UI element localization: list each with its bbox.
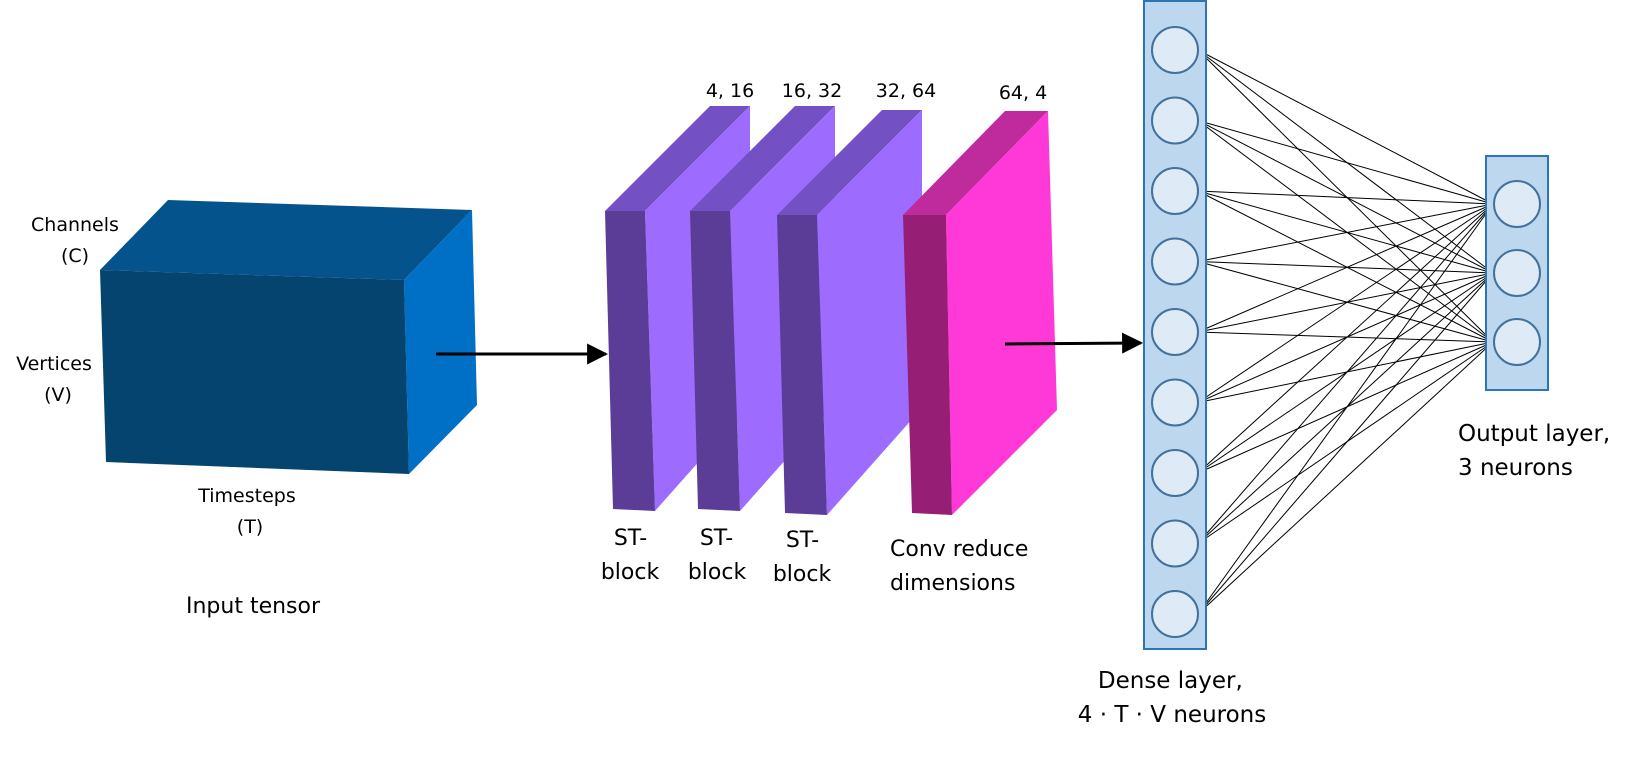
connection-line <box>1197 203 1494 474</box>
connection-line <box>1197 190 1494 343</box>
connection-line <box>1197 49 1494 205</box>
conv-to-dense-arrow <box>1004 332 1144 354</box>
output-neuron <box>1493 318 1541 366</box>
st-block-2-caption: ST- block <box>688 526 747 585</box>
connection-line <box>1197 272 1494 403</box>
output-layer-caption: Output layer, 3 neurons <box>1458 421 1618 481</box>
connection-line <box>1197 341 1494 474</box>
conv-block-side-face <box>946 111 1057 515</box>
connection-line <box>1197 120 1494 343</box>
dense-neuron <box>1151 308 1199 356</box>
output-neuron <box>1493 249 1541 297</box>
st-block-1-front-face <box>605 211 655 511</box>
dense-neuron <box>1151 167 1199 215</box>
input-tensor-top-face <box>100 200 472 280</box>
connection-line <box>1197 202 1494 262</box>
dense-neuron <box>1151 96 1199 145</box>
st-block-3-top-face <box>777 110 922 215</box>
dense-layer-caption: Dense layer, 4 · T · V neurons <box>1078 668 1266 728</box>
input-tensor-front-face <box>100 270 409 474</box>
connection-line <box>1197 203 1494 403</box>
connection-line <box>1197 261 1494 344</box>
connection-line <box>1197 120 1494 274</box>
dense-neuron <box>1151 26 1199 74</box>
connection-line <box>1197 49 1494 343</box>
st-block-3-side-face <box>817 110 922 515</box>
st-block-3-dims: 32, 64 <box>876 80 936 102</box>
connection-line <box>1197 331 1494 345</box>
connection-line <box>1197 261 1494 276</box>
input-tensor <box>100 200 477 474</box>
st-block-1-caption: ST- block <box>601 526 660 585</box>
conv-block-caption: Conv reduce dimensions <box>890 537 1035 596</box>
layer-connections <box>1197 49 1494 615</box>
st-block-2-top-face <box>690 106 835 211</box>
connection-line <box>1197 49 1494 274</box>
st-block-1-dims: 4, 16 <box>706 80 754 102</box>
output-neuron <box>1493 180 1541 228</box>
st-block-1-top-face <box>605 106 750 211</box>
connection-line <box>1197 190 1494 275</box>
conv-block-dims: 64, 4 <box>999 82 1047 104</box>
input-tensor-side-face <box>404 210 477 474</box>
dense-neuron <box>1151 449 1199 497</box>
st-block-3-caption: ST- block <box>773 528 832 587</box>
connection-line <box>1197 203 1494 333</box>
conv-reduce-block <box>903 111 1057 515</box>
st-block-2-dims: 16, 32 <box>782 80 842 102</box>
dense-neuron <box>1151 378 1199 427</box>
dense-neuron <box>1151 590 1199 638</box>
connection-line <box>1197 190 1494 207</box>
connection-line <box>1197 272 1494 615</box>
connection-line <box>1197 341 1494 615</box>
dense-neuron <box>1151 519 1199 568</box>
connection-line <box>1197 271 1494 333</box>
connection-line <box>1197 340 1494 403</box>
timesteps-axis-label: Timesteps (T) <box>197 485 302 538</box>
st-block-2-front-face <box>690 211 740 511</box>
st-block-3 <box>777 110 922 515</box>
dense-layer-neurons <box>1151 26 1199 638</box>
st-block-3-front-face <box>777 215 827 515</box>
channels-axis-label: Channels (C) <box>31 214 125 267</box>
conv-block-top-face <box>903 111 1048 215</box>
output-layer-neurons <box>1493 180 1541 366</box>
vertices-axis-label: Vertices (V) <box>16 353 98 406</box>
conv-block-front-face <box>903 215 952 515</box>
connection-line <box>1197 120 1494 206</box>
dense-neuron <box>1151 237 1199 286</box>
input-tensor-caption: Input tensor <box>186 594 321 619</box>
connection-line <box>1197 203 1494 615</box>
connection-line <box>1197 203 1494 544</box>
